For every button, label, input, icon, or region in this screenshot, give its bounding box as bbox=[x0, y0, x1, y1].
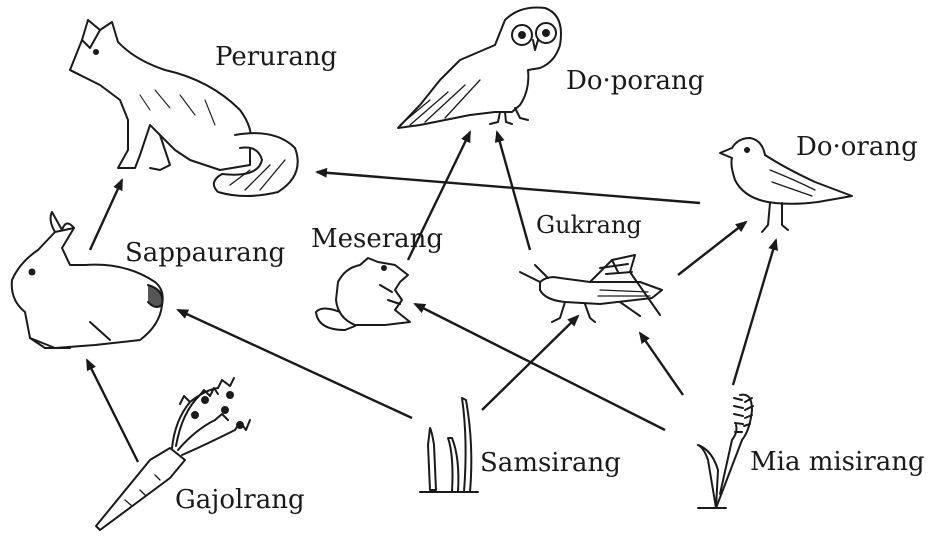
label-grasshopper: Gukrang bbox=[536, 211, 642, 239]
fox-icon bbox=[69, 19, 299, 197]
arrow-grass-to-rabbit bbox=[176, 308, 413, 420]
label-wheat: Mia misirang bbox=[750, 447, 925, 477]
arrow-grasshopper-to-bird bbox=[677, 220, 748, 276]
grasshopper-icon bbox=[519, 254, 663, 323]
arrow-rabbit-to-fox bbox=[88, 178, 124, 251]
arrow-bird-to-fox bbox=[315, 167, 701, 205]
arrow-wheat-to-grasshopper bbox=[638, 331, 684, 396]
label-owl: Do·porang bbox=[566, 66, 705, 96]
arrow-wheat-to-bird bbox=[731, 238, 778, 386]
arrow-carrot-to-rabbit bbox=[85, 358, 140, 463]
label-carrot: Gajolrang bbox=[175, 485, 305, 515]
arrow-mouse-to-owl bbox=[406, 130, 472, 261]
label-grass: Samsirang bbox=[480, 448, 621, 478]
arrow-wheat-to-mouse bbox=[413, 302, 666, 432]
owl-icon bbox=[397, 6, 562, 129]
label-fox: Perurang bbox=[215, 42, 338, 72]
rabbit-icon bbox=[10, 211, 164, 349]
carrot-icon bbox=[95, 377, 251, 531]
label-rabbit: Sappaurang bbox=[125, 238, 286, 268]
food-links bbox=[85, 130, 778, 463]
arrow-grasshopper-to-owl bbox=[494, 130, 532, 251]
label-mouse: Meserang bbox=[311, 224, 444, 254]
label-bird: Do·orang bbox=[796, 132, 918, 162]
bird-icon bbox=[719, 137, 853, 233]
wheat-icon bbox=[697, 393, 754, 509]
grass-icon bbox=[419, 397, 479, 493]
mouse-icon bbox=[315, 257, 411, 331]
